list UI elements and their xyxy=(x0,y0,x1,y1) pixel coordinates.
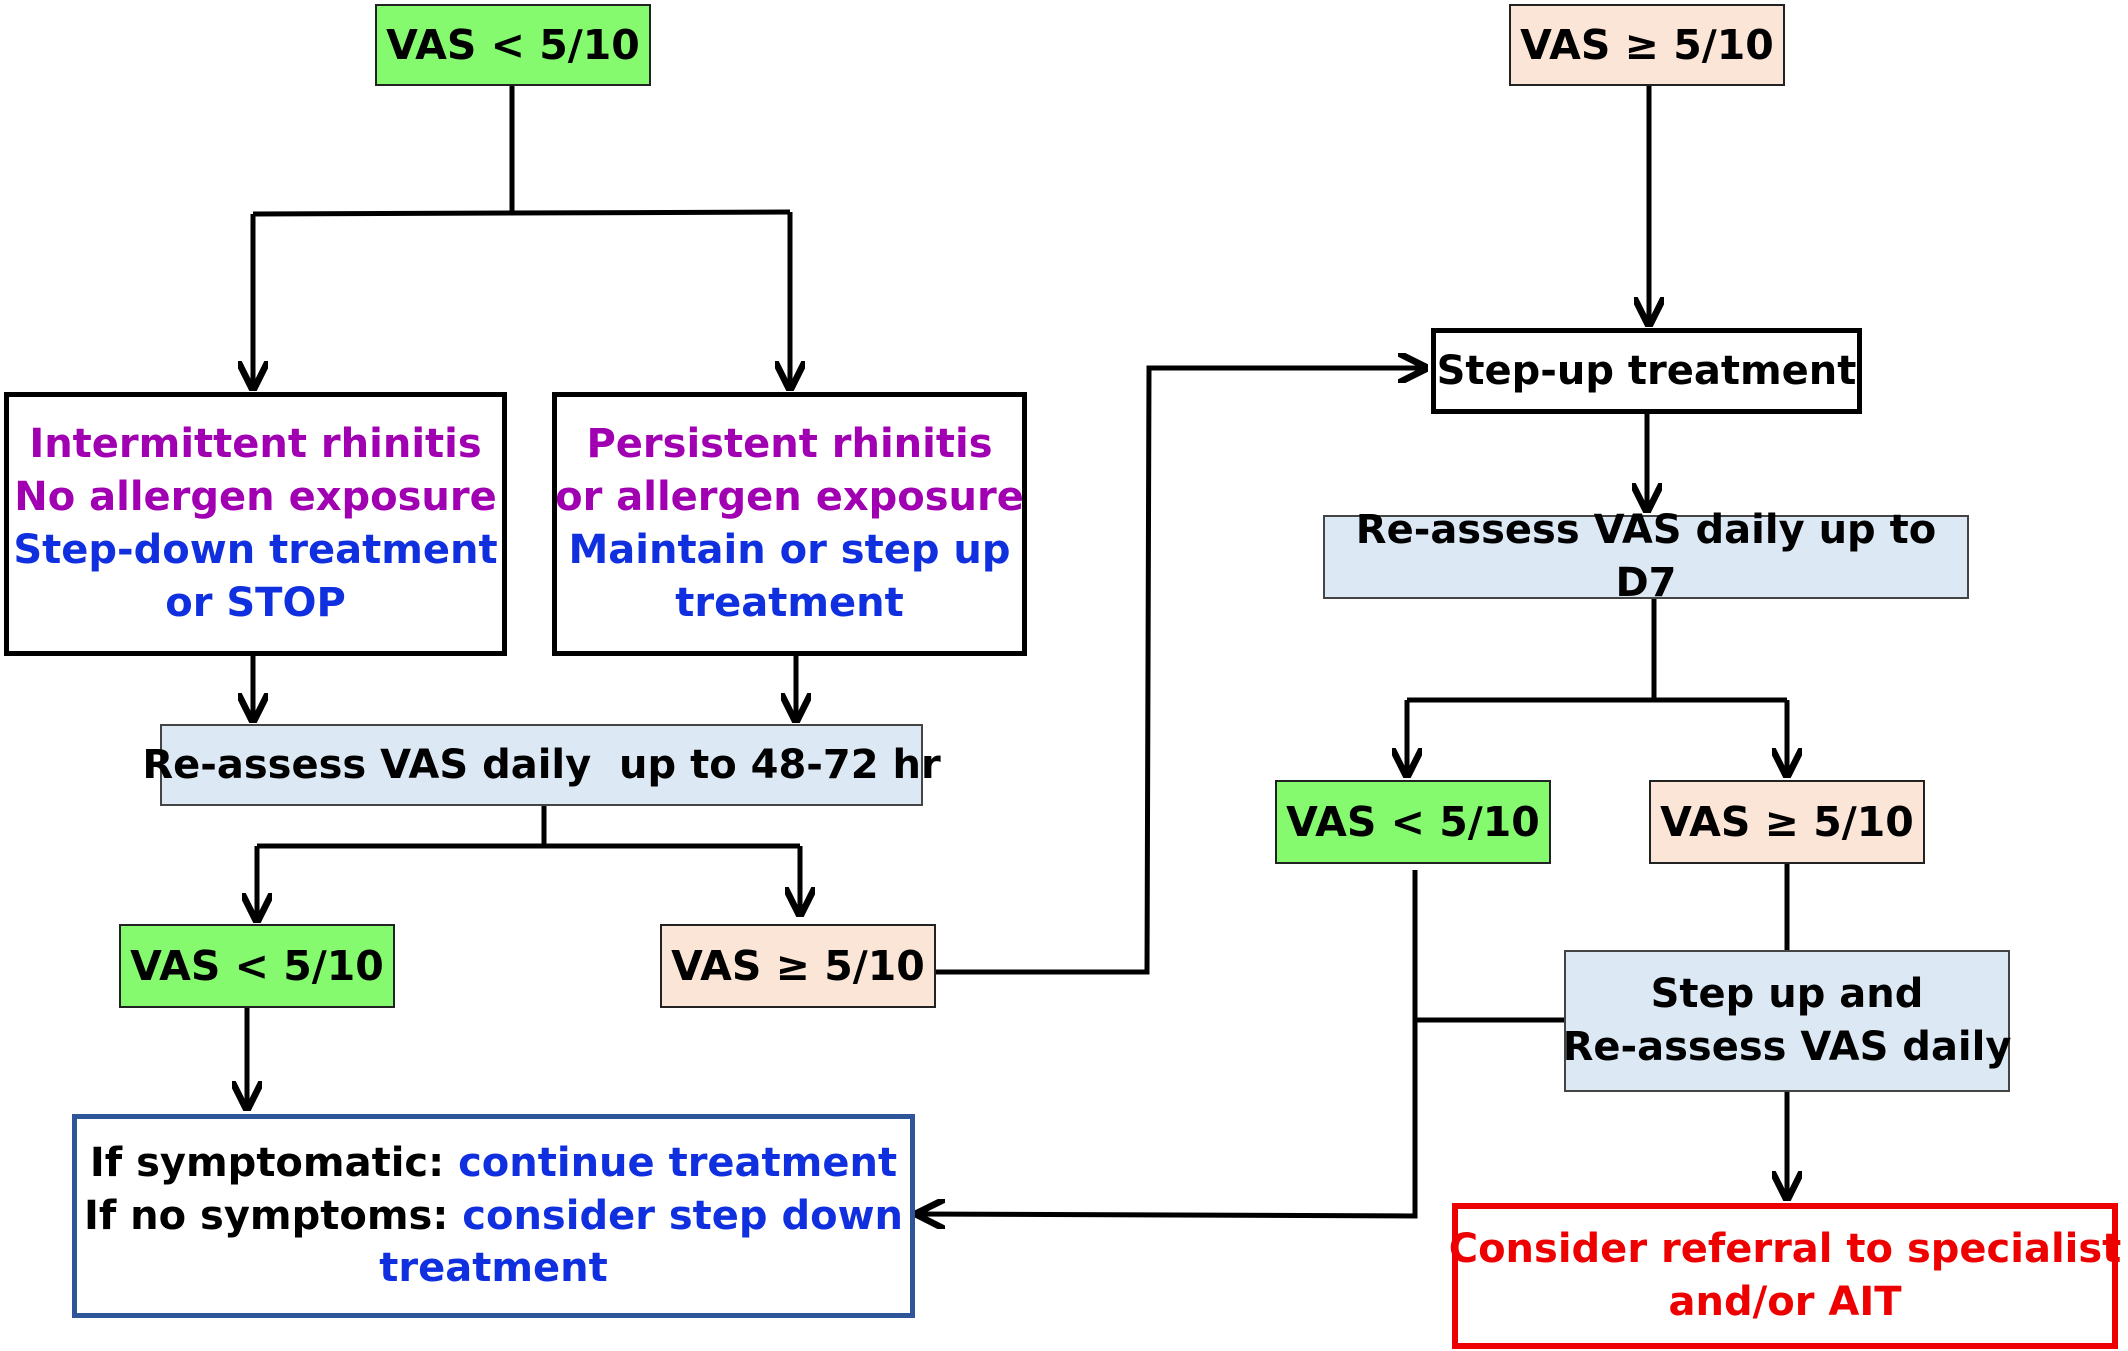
reassess-d7-box: Re-assess VAS daily up to D7 xyxy=(1323,507,1969,606)
outcome-no-symptoms-label: If no symptoms: xyxy=(83,1192,463,1239)
persistent-line4: treatment xyxy=(675,579,904,626)
referral-box: Consider referral to specialist and/or A… xyxy=(1449,1203,2121,1349)
vas-high-right-top: VAS ≥ 5/10 xyxy=(1509,4,1785,86)
persistent-line2: or allergen exposure xyxy=(555,474,1024,521)
outcome-no-symptoms-action: consider step down xyxy=(462,1192,904,1239)
intermittent-line3: Step-down treatment xyxy=(13,527,498,573)
intermittent-line4: or STOP xyxy=(165,579,346,626)
outcome-line2: If no symptoms: consider step down xyxy=(84,1190,903,1243)
reassess-48-72-label: Re-assess VAS daily up to 48-72 hr xyxy=(142,741,941,788)
vas-low-left-bottom-label: VAS < 5/10 xyxy=(130,941,384,990)
vas-low-left-bottom: VAS < 5/10 xyxy=(119,924,395,1008)
persistent-line1: Persistent rhinitis xyxy=(586,421,993,468)
vas-low-right-label: VAS < 5/10 xyxy=(1286,797,1540,846)
vas-high-left-bottom: VAS ≥ 5/10 xyxy=(660,924,936,1008)
outcome-line3: treatment xyxy=(379,1245,608,1292)
referral-line2: and/or AIT xyxy=(1668,1279,1902,1325)
outcome-symptomatic-action: continue treatment xyxy=(458,1139,898,1186)
stepup-reassess-line2: Re-assess VAS daily xyxy=(1562,1024,2012,1070)
reassess-d7-label: Re-assess VAS daily up to D7 xyxy=(1355,507,1937,606)
intermittent-rhinitis-box: Intermittent rhinitis No allergen exposu… xyxy=(4,392,507,656)
persistent-rhinitis-box: Persistent rhinitis or allergen exposure… xyxy=(552,392,1027,656)
intermittent-line1: Intermittent rhinitis xyxy=(29,421,482,468)
vas-high-right-label: VAS ≥ 5/10 xyxy=(1660,797,1914,846)
outcome-line1: If symptomatic: continue treatment xyxy=(90,1137,897,1190)
vas-high-right-top-label: VAS ≥ 5/10 xyxy=(1520,20,1774,69)
vas-high-left-bottom-label: VAS ≥ 5/10 xyxy=(671,941,925,990)
referral-line1: Consider referral to specialist xyxy=(1448,1226,2122,1273)
stepup-treatment-box: Step-up treatment xyxy=(1431,328,1862,414)
persistent-line3: Maintain or step up xyxy=(568,527,1011,573)
stepup-reassess-box: Step up and Re-assess VAS daily xyxy=(1562,950,2012,1092)
intermittent-line2: No allergen exposure xyxy=(14,474,497,521)
outcome-symptomatic-label: If symptomatic: xyxy=(89,1139,459,1186)
vas-low-right: VAS < 5/10 xyxy=(1275,780,1551,864)
vas-low-left-top: VAS < 5/10 xyxy=(375,4,651,86)
stepup-treatment-label: Step-up treatment xyxy=(1436,347,1857,394)
vas-low-left-top-label: VAS < 5/10 xyxy=(386,20,640,69)
stepup-reassess-line1: Step up and xyxy=(1650,971,1924,1018)
vas-high-right: VAS ≥ 5/10 xyxy=(1649,780,1925,864)
reassess-48-72-box: Re-assess VAS daily up to 48-72 hr xyxy=(142,724,941,806)
outcome-box: If symptomatic: continue treatment If no… xyxy=(72,1114,915,1318)
